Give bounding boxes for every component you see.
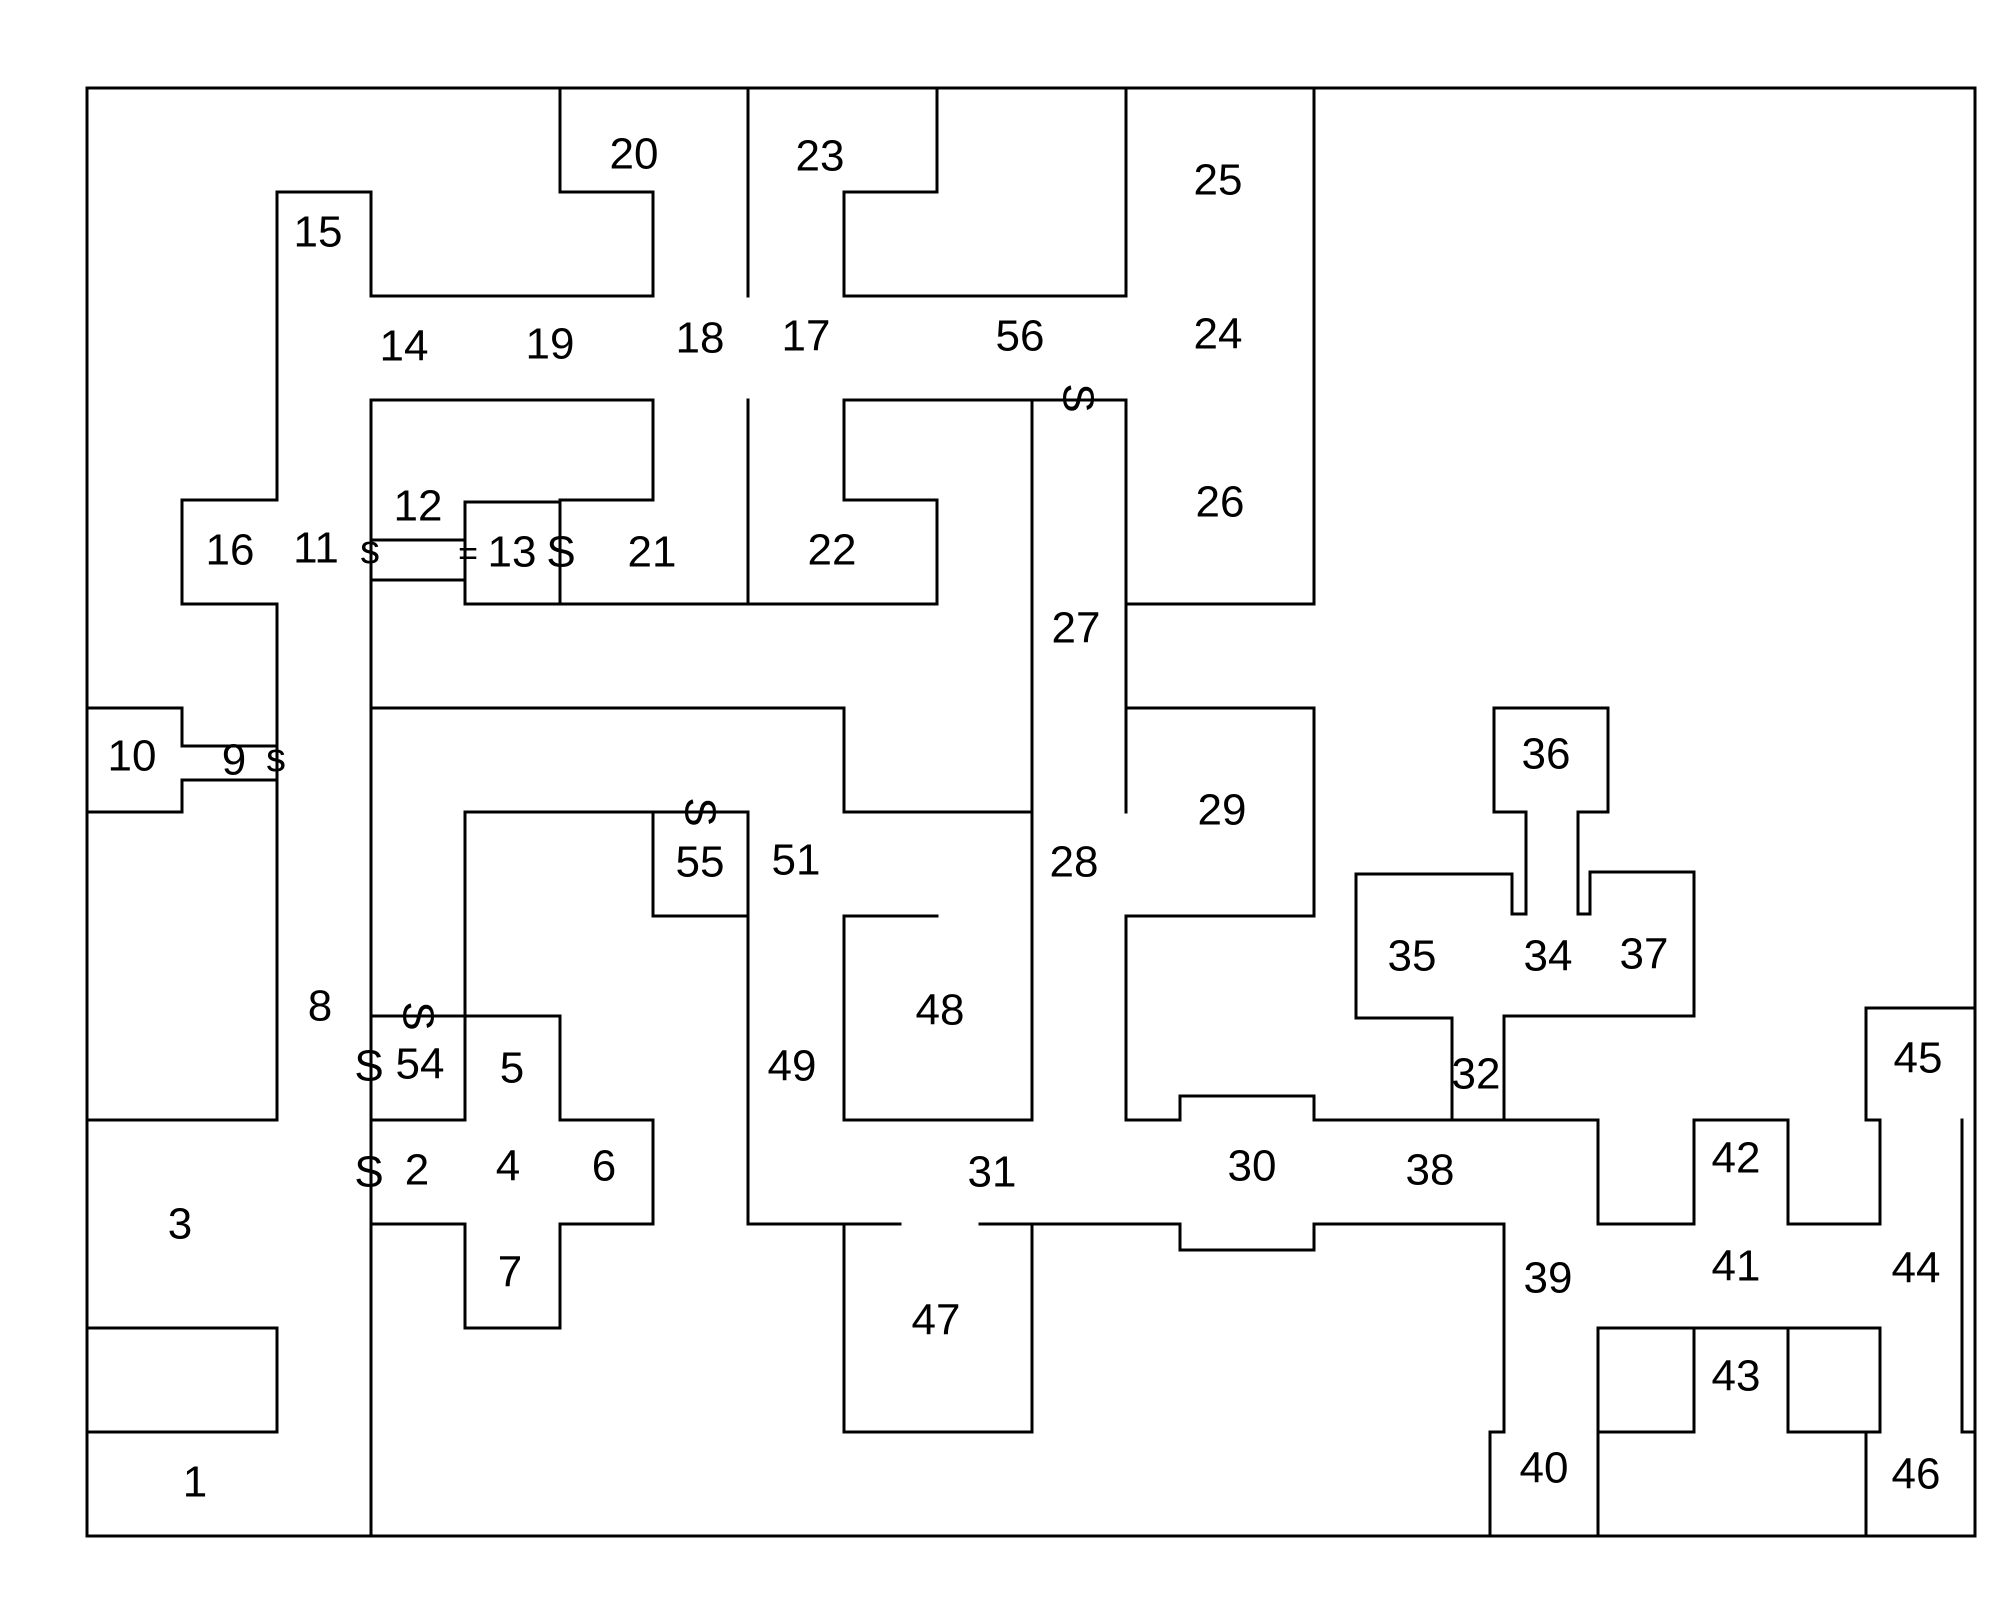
room-label-8: 8	[308, 982, 332, 1031]
wall-room-55-box	[651, 810, 750, 918]
room-label-3: 3	[168, 1200, 192, 1249]
room-label-1: 1	[183, 1458, 207, 1507]
room-label-16: 16	[206, 526, 255, 575]
room-label-30: 30	[1228, 1142, 1277, 1191]
secret-door-room-54-top: S	[394, 1001, 443, 1030]
room-label-5: 5	[500, 1044, 524, 1093]
room-label-19: 19	[526, 320, 575, 369]
room-label-38: 38	[1406, 1146, 1455, 1195]
wall-corridor-27-28	[1030, 602, 1454, 1122]
room-label-9: 9	[222, 736, 246, 785]
room-label-21: 21	[628, 528, 677, 577]
room-label-48: 48	[916, 986, 965, 1035]
wall-room-36	[1354, 706, 1696, 1122]
wall-room-1-top	[85, 1326, 279, 1434]
secret-door-room-13: S	[546, 528, 575, 577]
room-label-44: 44	[1892, 1244, 1941, 1293]
room-label-2: 2	[405, 1146, 429, 1195]
wall-room-10	[85, 706, 279, 814]
small-secret-door-room-11: s	[360, 528, 380, 572]
room-label-47: 47	[912, 1296, 961, 1345]
door-symbols: S S S s s = S S S	[266, 383, 1103, 1196]
room-label-22: 22	[808, 526, 857, 575]
room-label-24: 24	[1194, 310, 1243, 359]
room-label-42: 42	[1712, 1134, 1761, 1183]
wall-room-3-top	[85, 86, 655, 1122]
wall-room-13	[463, 500, 562, 606]
room-label-56: 56	[996, 312, 1045, 361]
map-walls	[85, 86, 1977, 1538]
room-label-35: 35	[1388, 932, 1437, 981]
wall-rooms-21-22	[369, 398, 1034, 814]
room-label-10: 10	[108, 732, 157, 781]
room-label-37: 37	[1620, 930, 1669, 979]
room-label-40: 40	[1520, 1444, 1569, 1493]
wall-room-44-inner	[1960, 1118, 1977, 1434]
room-label-4: 4	[496, 1142, 520, 1191]
room-label-34: 34	[1524, 932, 1573, 981]
wall-room-23	[842, 86, 1128, 298]
room-labels: 1 2 3 4 5 6 7 8 9 10 11 12 13 14 15 16 1…	[108, 130, 1943, 1507]
room-label-25: 25	[1194, 156, 1243, 205]
room-label-28: 28	[1050, 838, 1099, 887]
wall-rooms-2-to-7	[369, 1014, 655, 1330]
room-label-29: 29	[1198, 786, 1247, 835]
wall-room-25	[1030, 86, 1316, 606]
room-label-45: 45	[1894, 1034, 1943, 1083]
wall-room-48	[842, 914, 1034, 1122]
room-label-13: 13	[488, 528, 537, 577]
room-label-15: 15	[294, 208, 343, 257]
room-label-31: 31	[968, 1148, 1017, 1197]
room-label-26: 26	[1196, 478, 1245, 527]
room-label-12: 12	[394, 482, 443, 531]
room-label-41: 41	[1712, 1242, 1761, 1291]
secret-door-room-54: S	[354, 1042, 383, 1091]
secret-door-room-55: S	[676, 797, 725, 826]
small-secret-door-room-9: s	[266, 736, 286, 780]
room-label-20: 20	[610, 130, 659, 179]
bars-room-13: =	[458, 535, 478, 573]
room-label-23: 23	[796, 132, 845, 181]
secret-door-room-56: S	[1054, 383, 1103, 412]
room-label-6: 6	[592, 1142, 616, 1191]
room-label-36: 36	[1522, 730, 1571, 779]
wall-rooms-41-46	[1502, 1006, 1977, 1538]
room-label-18: 18	[676, 314, 725, 363]
room-label-39: 39	[1524, 1254, 1573, 1303]
room-label-7: 7	[498, 1248, 522, 1297]
room-label-17: 17	[782, 312, 831, 361]
room-label-32: 32	[1452, 1050, 1501, 1099]
room-label-49: 49	[768, 1042, 817, 1091]
room-label-46: 46	[1892, 1450, 1941, 1499]
room-label-51: 51	[772, 836, 821, 885]
room-label-55: 55	[676, 838, 725, 887]
room-label-27: 27	[1052, 604, 1101, 653]
room-label-14: 14	[380, 322, 429, 371]
secret-door-room-2: S	[354, 1148, 383, 1197]
room-label-54: 54	[396, 1040, 445, 1089]
wall-room-12-bars	[369, 538, 467, 582]
outer-boundary	[85, 86, 1977, 1538]
room-label-11: 11	[293, 524, 339, 573]
wall-main-corridor-right	[369, 398, 655, 1538]
room-label-43: 43	[1712, 1352, 1761, 1401]
